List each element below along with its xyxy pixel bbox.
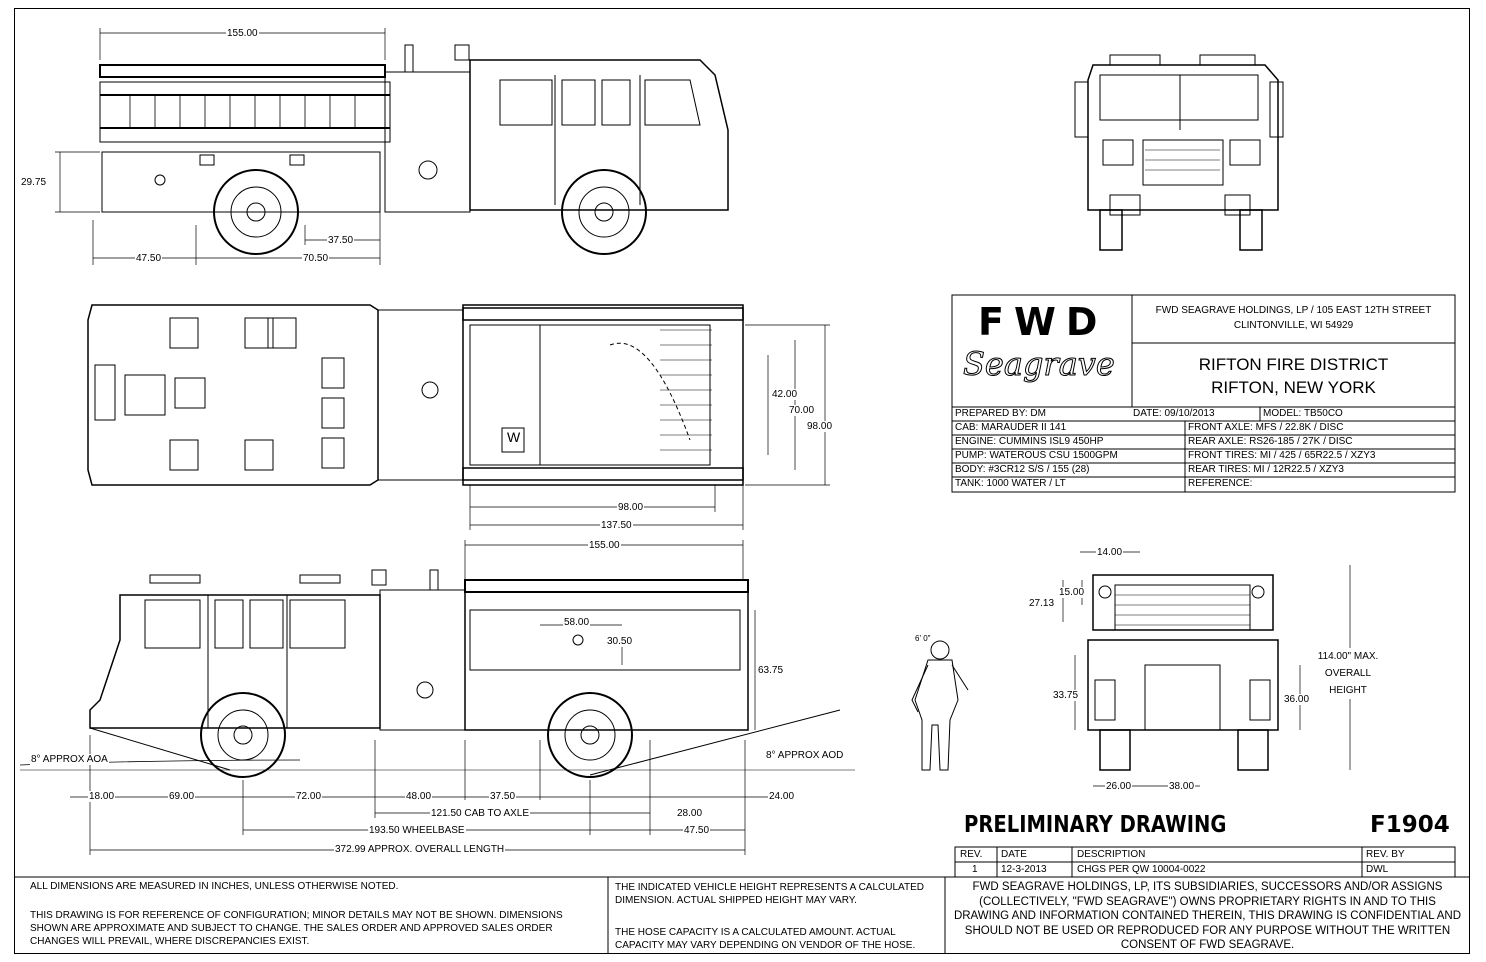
label-aoa: 8° APPROX AOA (30, 754, 109, 765)
dim-rear-r3: 33.75 (1052, 690, 1080, 701)
tank-mark: W (507, 429, 521, 445)
dim-side1-c: 70.50 (302, 253, 330, 264)
dim-rear-r5: 26.00 (1105, 781, 1133, 792)
dim-b7: 24.00 (768, 791, 796, 802)
dim-side2-d1: 58.00 (563, 617, 591, 628)
front-view (1074, 54, 1284, 251)
rev-row-description: CHGS PER QW 10004-0022 (1077, 864, 1206, 875)
dim-wheelbase: 193.50 WHEELBASE (368, 825, 466, 836)
dim-b1: 18.00 (88, 791, 116, 802)
note-reference: THIS DRAWING IS FOR REFERENCE OF CONFIGU… (30, 910, 563, 947)
rear-view-dims (1062, 551, 1351, 787)
dim-cab-to-axle: 121.50 CAB TO AXLE (430, 808, 531, 819)
dim-rear-top: 14.00 (1096, 547, 1124, 558)
dim-side1-length: 155.00 (226, 28, 259, 39)
side-view-lower (19, 569, 855, 778)
customer-location: RIFTON, NEW YORK (1211, 378, 1376, 397)
drawing-date: DATE: 09/10/2013 (1133, 408, 1215, 419)
customer-name: RIFTON FIRE DISTRICT (1198, 355, 1389, 374)
dim-side1-b: 47.50 (135, 253, 163, 264)
top-view (87, 304, 744, 486)
note-dimensions: ALL DIMENSIONS ARE MEASURED IN INCHES, U… (30, 881, 399, 892)
rev-row-date: 12-3-2013 (1001, 864, 1047, 875)
fwd-logo: FWD (978, 300, 1108, 344)
title-block-lines (951, 294, 1456, 493)
dim-b2: 69.00 (168, 791, 196, 802)
notes-lines (14, 876, 1470, 954)
spec-pump: PUMP: WATEROUS CSU 1500GPM (955, 450, 1118, 461)
label-aod: 8° APPROX AOD (765, 750, 845, 761)
dim-side2-h: 63.75 (757, 665, 785, 676)
person-silhouette (911, 640, 969, 771)
dim-side1-height: 29.75 (20, 177, 48, 188)
dim-overall-length: 372.99 APPROX. OVERALL LENGTH (334, 844, 506, 855)
model: MODEL: TB50CO (1263, 408, 1343, 419)
dim-top-l1: 98.00 (617, 502, 645, 513)
preliminary-title: PRELIMINARY DRAWING (964, 812, 1227, 838)
person-height: 6' 0" (914, 633, 932, 644)
dim-b5: 37.50 (489, 791, 517, 802)
rev-header-revby: REV. BY (1366, 849, 1405, 860)
side-view-upper (99, 44, 729, 255)
rear-view (1087, 574, 1279, 771)
rev-header-description: DESCRIPTION (1077, 849, 1146, 860)
rev-row-rev: 1 (972, 864, 978, 875)
spec-cab: CAB: MARAUDER II 141 (955, 422, 1067, 433)
dim-b4: 48.00 (405, 791, 433, 802)
rev-header-date: DATE (1001, 849, 1027, 860)
spec-engine: ENGINE: CUMMINS ISL9 450HP (955, 436, 1104, 447)
dim-top-w2: 70.00 (788, 405, 816, 416)
company-address-1: FWD SEAGRAVE HOLDINGS, LP / 105 EAST 12T… (1155, 305, 1432, 316)
dim-side2-length: 155.00 (588, 540, 621, 551)
spec-reference: REFERENCE: (1188, 478, 1253, 489)
drawing-frame (14, 8, 1470, 954)
dim-rear-r2: 27.13 (1028, 598, 1056, 609)
spec-rear-tires: REAR TIRES: MI / 12R22.5 / XZY3 (1188, 464, 1344, 475)
dim-side1-a: 37.50 (327, 235, 355, 246)
dim-b8: 47.50 (683, 825, 711, 836)
dim-b3: 72.00 (295, 791, 323, 802)
spec-rear-axle: REAR AXLE: RS26-185 / 27K / DISC (1188, 436, 1353, 447)
prepared-by: PREPARED BY: DM (955, 408, 1046, 419)
spec-front-axle: FRONT AXLE: MFS / 22.8K / DISC (1188, 422, 1344, 433)
spec-front-tires: FRONT TIRES: MI / 425 / 65R22.5 / XZY3 (1188, 450, 1376, 461)
dim-top-l2: 137.50 (600, 520, 633, 531)
drawing-number: F1904 (1370, 812, 1450, 838)
rev-header-rev: REV. (960, 849, 983, 860)
dim-rear-r4: 36.00 (1283, 694, 1311, 705)
dim-top-w3: 98.00 (806, 421, 834, 432)
company-address-2: CLINTONVILLE, WI 54929 (1233, 320, 1354, 331)
seagrave-logo: Seagrave (963, 345, 1116, 384)
dim-rear-r1: 15.00 (1058, 587, 1086, 598)
spec-body: BODY: #3CR12 S/S / 155 (28) (955, 464, 1090, 475)
rev-row-revby: DWL (1366, 864, 1389, 875)
dim-b6: 28.00 (676, 808, 704, 819)
note-hose: THE HOSE CAPACITY IS A CALCULATED AMOUNT… (615, 927, 916, 951)
spec-tank: TANK: 1000 WATER / LT (955, 478, 1066, 489)
dim-side2-d2: 30.50 (606, 636, 634, 647)
note-height: THE INDICATED VEHICLE HEIGHT REPRESENTS … (615, 882, 924, 906)
dim-rear-height: 114.00" MAX. OVERALL HEIGHT (1312, 648, 1384, 699)
dim-top-w1: 42.00 (771, 389, 799, 400)
note-proprietary: FWD SEAGRAVE HOLDINGS, LP, ITS SUBSIDIAR… (953, 881, 1462, 951)
dim-rear-r6: 38.00 (1168, 781, 1196, 792)
side-view-upper-dims (55, 28, 386, 265)
